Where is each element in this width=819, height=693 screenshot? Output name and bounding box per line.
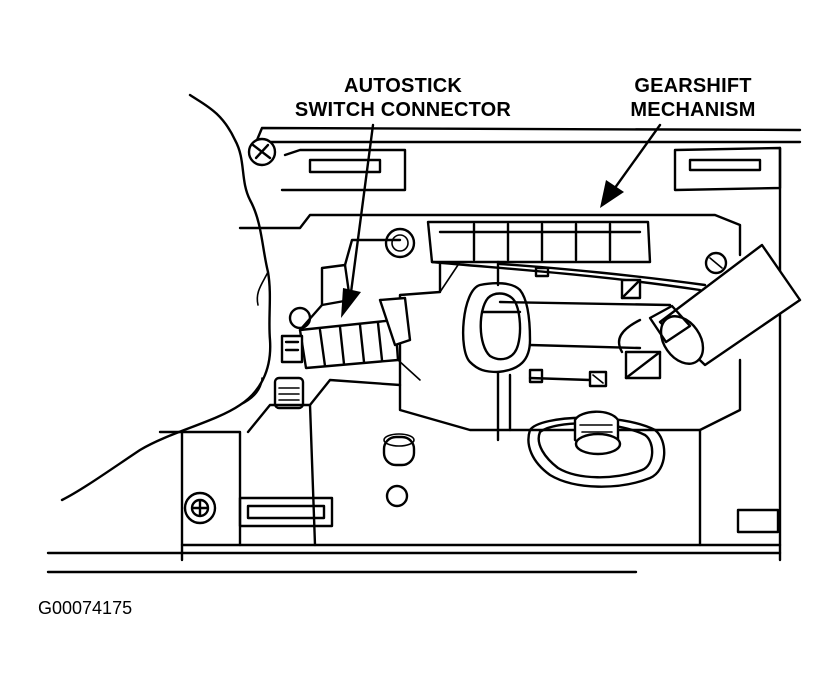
callout-gearshift-line2: MECHANISM (630, 99, 756, 121)
callout-autostick-line2: SWITCH CONNECTOR (294, 99, 512, 121)
gearshift-lever (617, 243, 802, 367)
callout-arrow-autostick (341, 123, 375, 318)
screw-right (704, 251, 728, 275)
screw-top-left (247, 137, 277, 167)
figure-id: G00074175 (38, 598, 133, 618)
callout-label-gearshift: GEARSHIFT MECHANISM (598, 74, 788, 122)
bottom-rules (46, 551, 782, 574)
callout-autostick-line1: AUTOSTICK (343, 75, 463, 97)
lower-linkage (527, 410, 666, 488)
callout-arrow-gearshift (600, 123, 662, 208)
gearshift-grip (426, 220, 707, 292)
shift-linkage (461, 260, 532, 442)
autostick-connector (280, 238, 421, 381)
console-housing (158, 126, 802, 562)
callout-label-autostick: AUTOSTICK SWITCH CONNECTOR (268, 74, 538, 122)
stud-left (273, 376, 305, 410)
screw-bottom-left (183, 491, 217, 525)
hand-outline (60, 93, 272, 502)
shift-gate (498, 266, 672, 388)
bosses (288, 227, 416, 508)
callout-gearshift-line1: GEARSHIFT (634, 75, 752, 97)
